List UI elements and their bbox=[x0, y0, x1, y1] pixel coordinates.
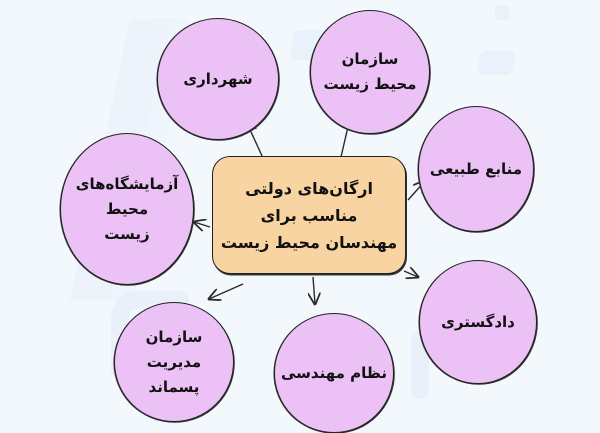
arrow-to-engineering-system bbox=[313, 276, 315, 304]
node-environment-labs: آزمایشگاه‌های محیط زیست bbox=[60, 133, 194, 285]
node-natural-resources: منابع طبیعی bbox=[418, 106, 534, 232]
node-judiciary: دادگستری bbox=[419, 260, 537, 384]
node-label: شهرداری bbox=[183, 69, 253, 88]
central-topic-title: ارگان‌های دولتی مناسب برای مهندسان محیط … bbox=[220, 178, 398, 252]
node-environment-org: سازمان محیط زیست bbox=[310, 10, 430, 134]
node-waste-management-org: سازمان مدیریت پسماند bbox=[114, 302, 234, 422]
node-municipality: شهرداری bbox=[157, 18, 279, 140]
node-label: سازمان مدیریت پسماند bbox=[145, 327, 203, 396]
node-label: دادگستری bbox=[441, 312, 515, 331]
node-label: آزمایشگاه‌های محیط زیست bbox=[75, 174, 179, 243]
node-engineering-system: نظام مهندسی bbox=[274, 313, 394, 433]
central-topic-box: ارگان‌های دولتی مناسب برای مهندسان محیط … bbox=[212, 156, 406, 274]
diagram-canvas: ارگان‌های دولتی مناسب برای مهندسان محیط … bbox=[60, 10, 537, 433]
node-label: منابع طبیعی bbox=[429, 159, 523, 178]
node-label: نظام مهندسی bbox=[281, 363, 387, 382]
arrow-to-judiciary bbox=[403, 271, 418, 277]
arrow-to-waste-management-org bbox=[209, 283, 244, 299]
arrow-to-environment-labs bbox=[194, 222, 211, 227]
node-label: سازمان محیط زیست bbox=[323, 50, 417, 93]
